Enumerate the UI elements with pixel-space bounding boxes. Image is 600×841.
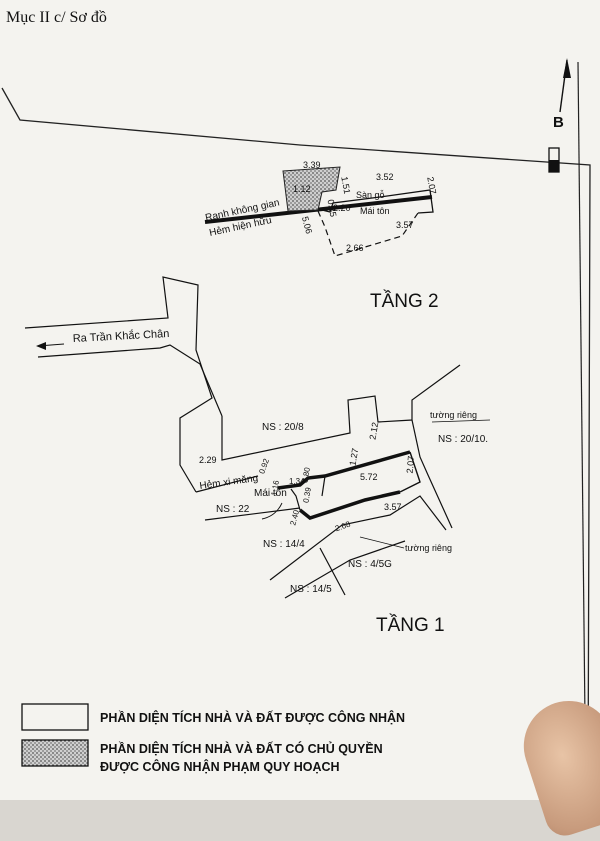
floor2-dim-506: 5.06	[300, 215, 314, 235]
page-frame	[1, 87, 591, 800]
page-frame-right	[577, 61, 586, 721]
floor2-dim-112: 1.12	[293, 184, 311, 194]
floor2-label-san-go: Sàn gỗ	[356, 190, 385, 200]
floor1-dim-039: 0.39	[301, 486, 313, 503]
floor1-label-ns-4-5g: NS : 4/5G	[348, 559, 392, 570]
legend-label-planning-2: ĐƯỢC CÔNG NHẬN PHẠM QUY HOẠCH	[100, 759, 340, 774]
floor1-lot	[277, 450, 421, 520]
floor1-label-tuong-rieng-bottom: tường riêng	[405, 543, 452, 553]
floor1-label-ns-20-8: NS : 20/8	[262, 422, 304, 433]
floor1-dim-212: 2.12	[368, 421, 381, 440]
floor2-dim-035: 0.35	[326, 199, 339, 218]
floor2-plan	[204, 166, 434, 257]
floor2-dim-207: 2.07	[425, 176, 438, 195]
floor1-dim-134: 1.34	[289, 477, 305, 486]
floor1-dim-240: 2.40	[288, 508, 301, 526]
floor1-leader-top	[431, 419, 491, 423]
floor1-title: TẦNG 1	[376, 614, 445, 636]
floor1-dim-572: 5.72	[360, 472, 378, 482]
floor2-dim-151: 1.51	[339, 176, 352, 195]
floor1-dim-207: 2.07	[405, 455, 416, 473]
section-title: Mục II c/ Sơ đồ	[6, 9, 107, 26]
north-arrow-icon	[548, 58, 571, 173]
document-page: Mục II c/ Sơ đồ B 3.39 1.12 1.51 0.35 2.…	[0, 0, 600, 800]
floor1-label-tuong-rieng-top: tường riêng	[430, 410, 477, 420]
floor1-leader-bottom	[359, 536, 405, 549]
legend-swatch-recognized	[21, 703, 89, 731]
floor1-label-ra-tran: Ra Trần Khắc Chân	[72, 327, 169, 345]
floor1-dim-127: 1.27	[348, 447, 361, 466]
floor1-dim-229: 2.29	[199, 455, 217, 465]
floor2-dim-266: 2.66	[346, 243, 364, 253]
floor2-title: TẦNG 2	[370, 290, 439, 312]
floor1-door-arc	[261, 502, 283, 520]
floor2-label-mai-ton: Mái tôn	[360, 206, 390, 216]
paper-sheet	[0, 0, 600, 800]
legend-label-recognized: PHẦN DIỆN TÍCH NHÀ VÀ ĐẤT ĐƯỢC CÔNG NHẬN	[100, 710, 405, 725]
floor1-label-ns-14-5: NS : 14/5	[290, 584, 332, 595]
floor1-label-mai-ton: Mái tôn	[254, 488, 287, 499]
floor1-label-ns-14-4: NS : 14/4	[263, 539, 305, 550]
legend-label-planning-1: PHẦN DIỆN TÍCH NHÀ VÀ ĐẤT CÓ CHỦ QUYỀN	[100, 741, 383, 756]
floor1-dim-080: 0.80	[300, 466, 312, 483]
floor1-site-plan	[24, 276, 461, 599]
floor1-label-ns-22: NS : 22	[216, 504, 250, 515]
floor1-dim-357: 3.57	[384, 502, 402, 512]
floor1-label-ns-20-10: NS : 20/10.	[438, 434, 488, 445]
north-label: B	[553, 114, 564, 131]
floor2-dim-357: 3.57	[396, 220, 414, 230]
floor2-planning-area	[282, 166, 341, 212]
floor2-dim-220: 2.20	[333, 203, 351, 213]
floor1-dim-116: 1.16	[269, 479, 281, 496]
floor2-dim-339: 3.39	[303, 160, 321, 170]
floor1-arrow-icon	[36, 342, 65, 350]
legend-swatch-planning	[21, 739, 89, 767]
floor2-dim-352: 3.52	[376, 172, 394, 182]
